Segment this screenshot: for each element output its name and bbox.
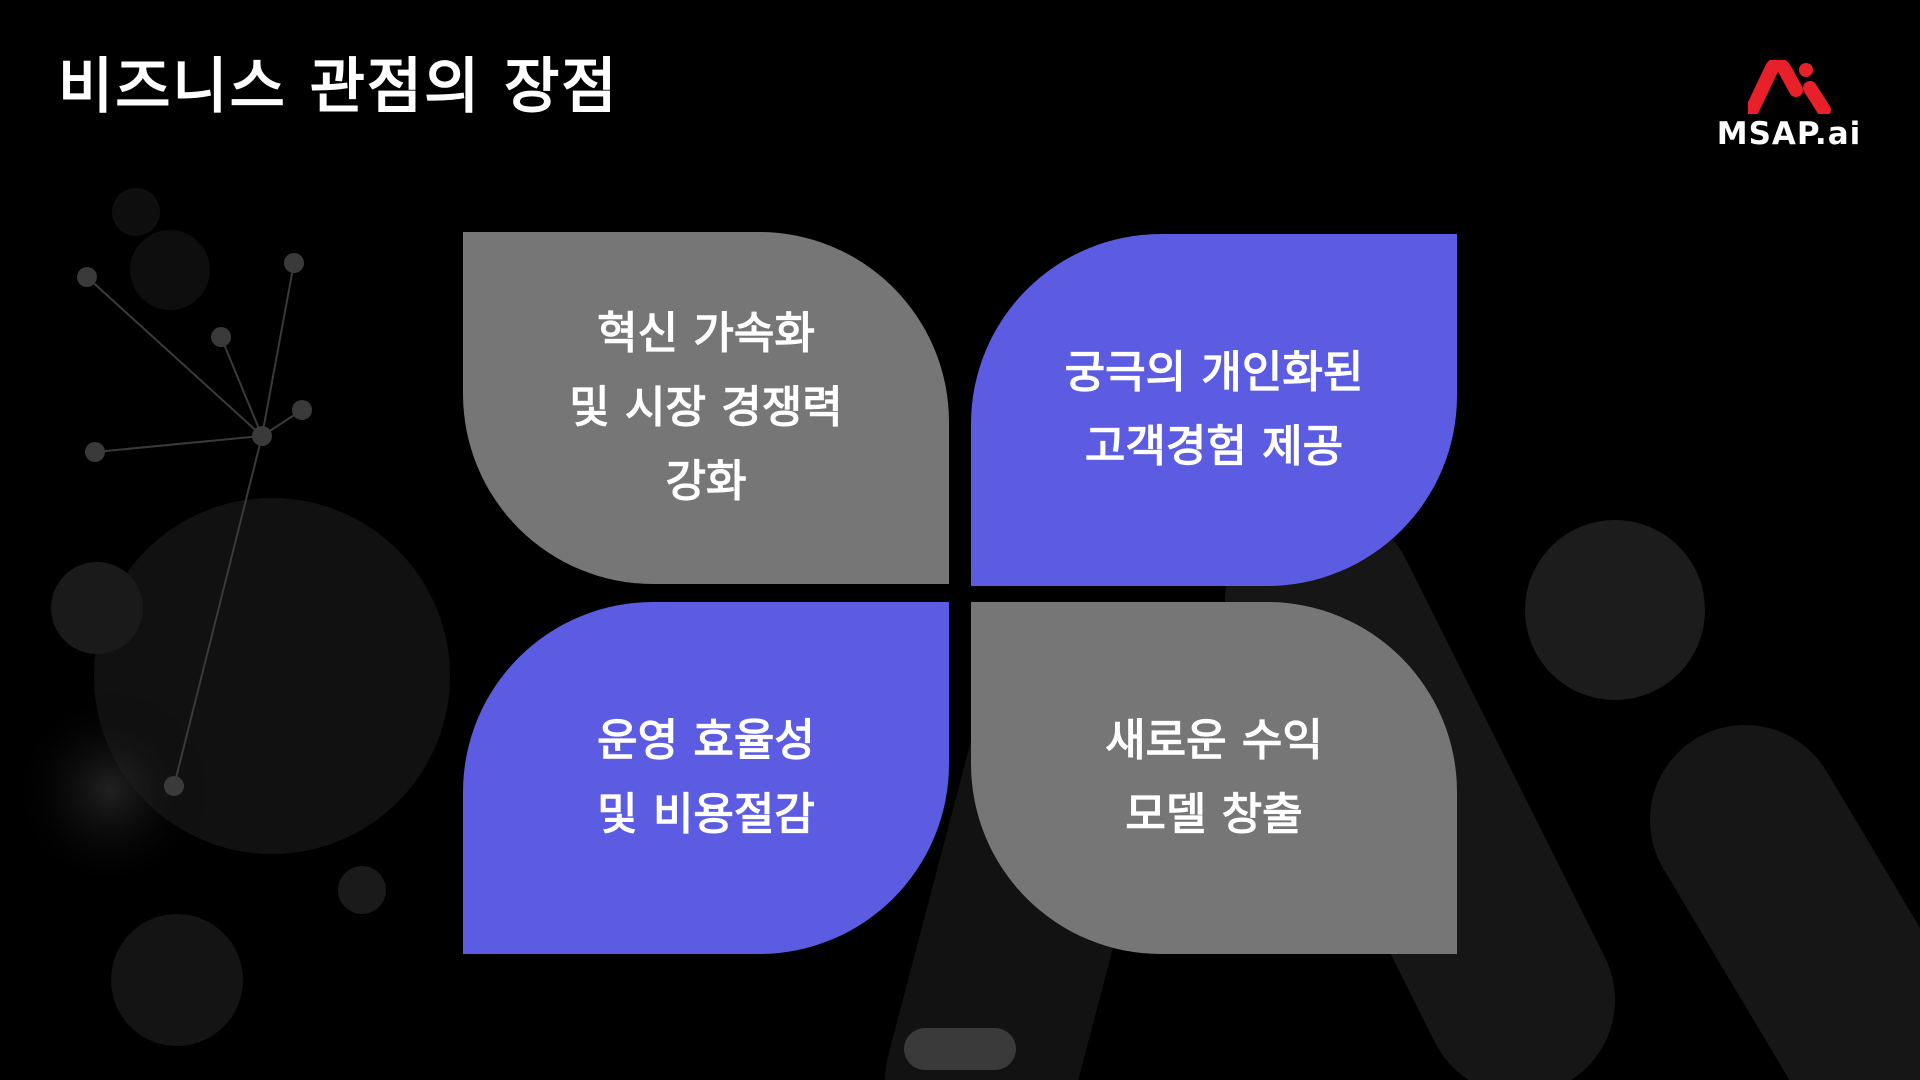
benefit-label: 새로운 수익 모델 창출	[1105, 715, 1323, 840]
brand-name: MSAP.ai	[1716, 116, 1862, 152]
benefit-card-revenue: 새로운 수익 모델 창출	[971, 602, 1457, 954]
bg-circle	[338, 866, 386, 914]
bg-circle	[51, 562, 143, 654]
slide-indicator	[904, 1028, 1016, 1070]
bg-stroke	[1650, 725, 1920, 1080]
brand-logo: MSAP.ai	[1694, 60, 1884, 160]
bg-circle	[112, 188, 160, 236]
benefit-card-innovation: 혁신 가속화 및 시장 경쟁력 강화	[463, 232, 949, 584]
slide-title: 비즈니스 관점의 장점	[58, 52, 619, 122]
benefit-label: 운영 효율성 및 비용절감	[597, 715, 815, 840]
bg-circle	[10, 690, 210, 890]
benefit-card-efficiency: 운영 효율성 및 비용절감	[463, 602, 949, 954]
benefits-grid: 혁신 가속화 및 시장 경쟁력 강화 궁극의 개인화된 고객경험 제공 운영 효…	[463, 232, 1458, 954]
benefit-label: 궁극의 개인화된 고객경험 제공	[1064, 347, 1364, 472]
bg-circle	[111, 914, 243, 1046]
benefit-card-personalization: 궁극의 개인화된 고객경험 제공	[971, 234, 1457, 586]
benefit-label: 혁신 가속화 및 시장 경쟁력 강화	[569, 308, 843, 507]
bg-circle	[1525, 520, 1705, 700]
bg-circle	[130, 230, 210, 310]
msap-logo-icon	[1748, 60, 1831, 114]
bg-circle	[94, 498, 450, 854]
